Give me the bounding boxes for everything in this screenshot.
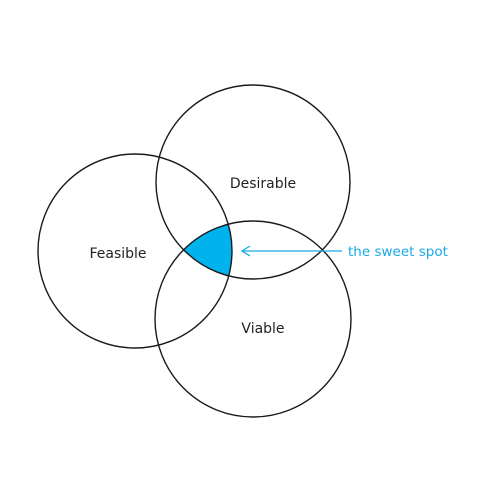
desirable-label: Desirable: [230, 176, 296, 192]
feasible-circle: [37, 153, 233, 349]
sweet-spot-label: the sweet spot: [348, 244, 448, 260]
feasible-label: Feasible: [89, 246, 146, 262]
sweet-spot-arrow: [240, 245, 342, 257]
viable-label: Viable: [241, 321, 284, 337]
viable-circle: [154, 220, 352, 418]
desirable-circle: [155, 84, 351, 280]
